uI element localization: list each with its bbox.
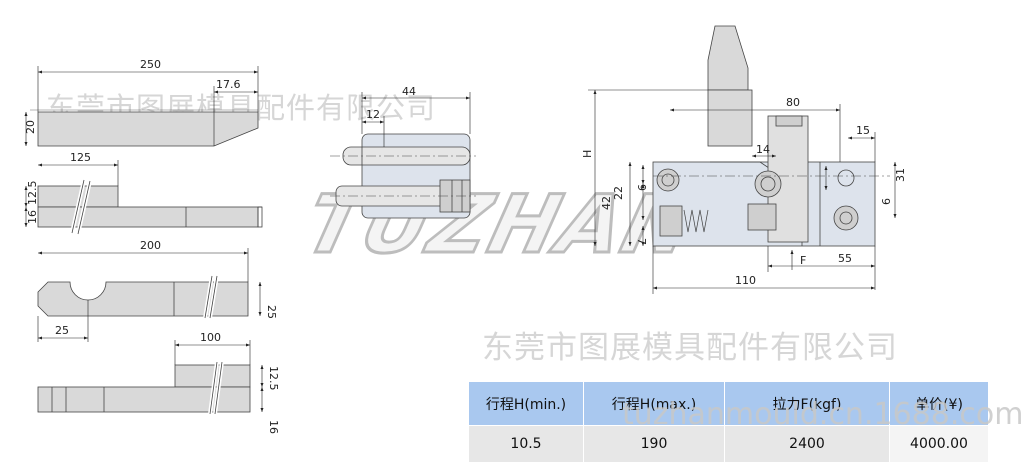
cell-unit-price: 4000.00 bbox=[889, 425, 989, 463]
view-left-labels: 250 17.6 20 125 12.5 16 200 25 25 100 12… bbox=[24, 58, 280, 434]
view-left-parts bbox=[30, 109, 263, 415]
dim-42: 42 bbox=[600, 196, 613, 210]
dim-200: 200 bbox=[140, 239, 161, 252]
spec-table: 行程H(min.) 行程H(max.) 拉力F(kgf) 单价(¥) 10.5 … bbox=[468, 381, 989, 463]
dim-125: 125 bbox=[70, 151, 91, 164]
dim-17-6: 17.6 bbox=[216, 78, 241, 91]
cell-stroke-min: 10.5 bbox=[468, 425, 584, 463]
dim-H: H bbox=[581, 150, 594, 158]
force-F-label: F bbox=[800, 254, 806, 267]
dim-16-b: 16 bbox=[267, 420, 280, 434]
cell-stroke-max: 190 bbox=[583, 425, 725, 463]
dim-44: 44 bbox=[402, 85, 416, 98]
dim-12-5-a: 12.5 bbox=[26, 181, 39, 206]
dim-16-a: 16 bbox=[26, 210, 39, 224]
view-right-dimlines bbox=[588, 89, 897, 294]
header-stroke-min: 行程H(min.) bbox=[468, 381, 584, 426]
dim-31: 31 bbox=[894, 168, 907, 182]
dim-25-vertical: 25 bbox=[265, 305, 278, 319]
dim-15: 15 bbox=[856, 124, 870, 137]
dim-14: 14 bbox=[756, 143, 770, 156]
watermark-company-bottom: 东莞市图展模具配件有限公司 bbox=[482, 330, 898, 366]
dim-9-left: 9 bbox=[635, 184, 648, 191]
spec-header-row: 行程H(min.) 行程H(max.) 拉力F(kgf) 单价(¥) bbox=[468, 381, 989, 426]
dim-110: 110 bbox=[735, 274, 756, 287]
dim-12-5-b: 12.5 bbox=[267, 366, 280, 391]
view-middle-labels: 44 12 bbox=[366, 85, 416, 121]
view-right-parts bbox=[652, 25, 890, 247]
view-left-dimlines bbox=[24, 66, 264, 412]
dim-25-horizontal: 25 bbox=[55, 324, 69, 337]
dim-22: 22 bbox=[612, 186, 625, 200]
view-middle-dimlines bbox=[361, 92, 471, 147]
header-unit-price: 单价(¥) bbox=[889, 381, 989, 426]
dim-55: 55 bbox=[838, 252, 852, 265]
header-pull-force: 拉力F(kgf) bbox=[724, 381, 890, 426]
dim-20: 20 bbox=[24, 120, 37, 134]
header-stroke-max: 行程H(max.) bbox=[583, 381, 725, 426]
dim-250: 250 bbox=[140, 58, 161, 71]
dim-12: 12 bbox=[366, 108, 380, 121]
view-right-labels: H 80 15 14 9 22 42 7 F 55 110 9 31 bbox=[581, 96, 907, 287]
dim-80: 80 bbox=[786, 96, 800, 109]
view-middle-parts bbox=[330, 133, 476, 219]
dim-7: 7 bbox=[635, 238, 648, 245]
dim-9-right: 9 bbox=[879, 198, 892, 205]
cell-pull-force: 2400 bbox=[724, 425, 890, 463]
table-row: 10.5 190 2400 4000.00 bbox=[468, 425, 989, 463]
watermark-url: tuzhanmould.cn.1688.com bbox=[622, 397, 1024, 432]
dim-100: 100 bbox=[200, 331, 221, 344]
